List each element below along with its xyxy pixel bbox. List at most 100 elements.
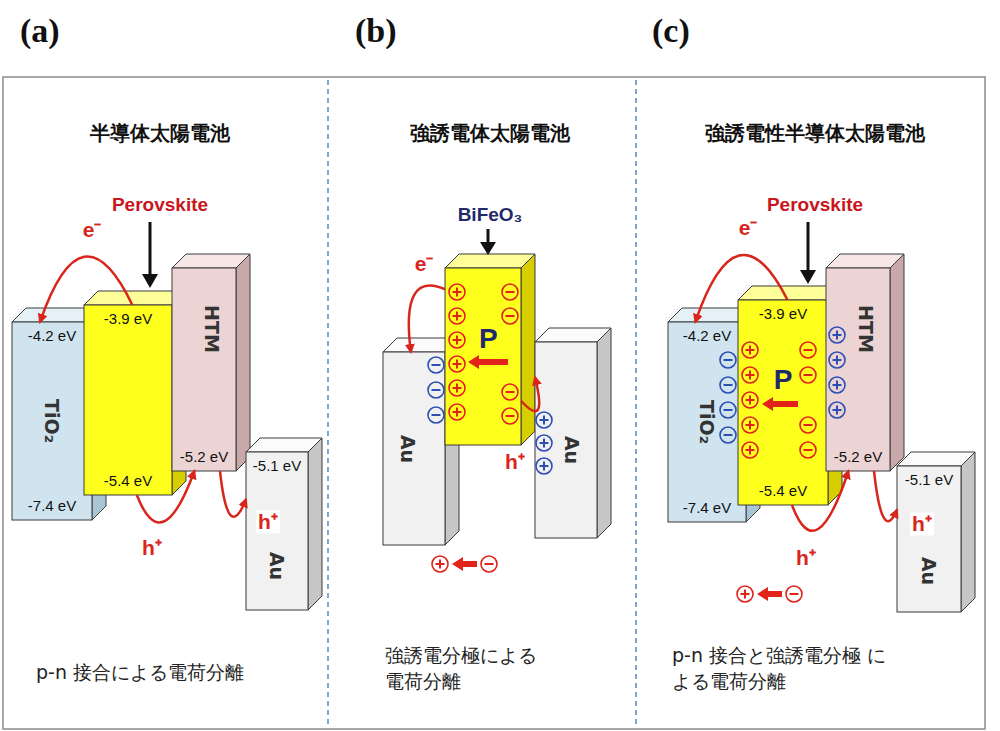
positive-charge: [829, 352, 845, 368]
carrier-transfer-arrow: [220, 471, 246, 517]
positive-charge: [536, 458, 552, 474]
energy-level: -3.9 eV: [738, 305, 828, 322]
au-electrode: Au: [535, 342, 597, 538]
carrier-transfer-arrow: [792, 471, 848, 531]
panel-divider: [327, 80, 329, 727]
polarization-arrow: [468, 355, 508, 369]
negative-charge: [481, 556, 497, 572]
material-name: Au: [397, 434, 419, 462]
carrier-label: e⁻: [737, 216, 760, 239]
positive-charge: [449, 404, 465, 420]
carrier-label: h⁺: [256, 510, 280, 533]
panel-letter: (a): [20, 12, 60, 50]
positive-charge: [449, 284, 465, 300]
positive-charge: [449, 332, 465, 348]
negative-charge: [502, 384, 518, 400]
negative-charge: [502, 284, 518, 300]
positive-charge: [536, 412, 552, 428]
positive-charge: [449, 308, 465, 324]
panel-caption: p-n 接合による電荷分離: [36, 660, 316, 686]
negative-charge: [428, 382, 444, 398]
au-electrode: -5.1 eV Au: [897, 466, 961, 612]
htm-band: HTM -5.2 eV: [172, 268, 236, 471]
positive-charge: [829, 327, 845, 343]
polarization-arrow: [757, 587, 782, 601]
polarization-label: P: [479, 323, 498, 355]
panel-divider: [635, 80, 637, 727]
energy-level: -5.1 eV: [246, 457, 308, 474]
energy-level: -4.2 eV: [668, 327, 746, 344]
carrier-label: h⁺: [794, 546, 818, 569]
energy-level: -7.4 eV: [668, 499, 746, 516]
material-name: HTM: [855, 305, 877, 353]
negative-charge: [502, 408, 518, 424]
negative-charge: [720, 402, 736, 418]
polarization-arrow: [762, 397, 798, 411]
negative-charge: [800, 342, 816, 358]
panel-caption: 強誘電分極による 電荷分離: [385, 643, 557, 695]
negative-charge: [720, 377, 736, 393]
negative-charge: [800, 417, 816, 433]
negative-charge: [800, 442, 816, 458]
carrier-label: e⁻: [81, 218, 104, 241]
energy-level: -5.2 eV: [172, 448, 236, 465]
energy-level: -3.9 eV: [84, 310, 172, 327]
positive-charge: [742, 367, 758, 383]
negative-charge: [428, 407, 444, 423]
band-prism: [535, 328, 611, 538]
band-prism: [826, 254, 904, 471]
panel-letter: (c): [652, 12, 690, 50]
au-electrode: Au: [383, 352, 445, 545]
carrier-label: e⁻: [413, 252, 436, 275]
energy-level: -4.2 eV: [12, 327, 92, 344]
material-name: Au: [918, 557, 940, 585]
material-callout: Perovskite: [767, 194, 863, 216]
perovskite-band: -3.9 eV-5.4 eV: [84, 305, 172, 495]
positive-charge: [742, 392, 758, 408]
carrier-transfer-arrow: [409, 286, 445, 352]
panel-title: 強誘電性半導体太陽電池: [705, 120, 925, 147]
carrier-label: h⁺: [910, 512, 934, 535]
negative-charge: [502, 308, 518, 324]
negative-charge: [800, 367, 816, 383]
tio2-band: -4.2 eV TiO₂ -7.4 eV: [12, 322, 92, 520]
material-callout: Perovskite: [112, 194, 208, 216]
positive-charge: [742, 342, 758, 358]
htm-band: HTM -5.2 eV: [826, 268, 890, 471]
material-name: TiO₂: [41, 399, 63, 443]
carrier-label: h⁺: [140, 536, 164, 559]
energy-level: -7.4 eV: [12, 497, 92, 514]
positive-charge: [449, 380, 465, 396]
panel-title: 強誘電体太陽電池: [410, 120, 570, 147]
positive-charge: [829, 377, 845, 393]
material-name: Au: [266, 552, 288, 580]
material-name: TiO₂: [696, 400, 718, 444]
panel-letter: (b): [355, 12, 397, 50]
panel-title: 半導体太陽電池: [90, 120, 230, 147]
positive-charge: [536, 435, 552, 451]
material-callout: BiFeO₃: [458, 204, 523, 226]
energy-level: -5.2 eV: [826, 448, 890, 465]
positive-charge: [737, 586, 753, 602]
band-prism: [84, 291, 186, 495]
positive-charge: [449, 356, 465, 372]
positive-charge: [829, 402, 845, 418]
band-prism: [445, 254, 535, 445]
negative-charge: [786, 586, 802, 602]
panel-caption: p-n 接合と強誘電分極 による電荷分離: [672, 643, 894, 695]
negative-charge: [720, 427, 736, 443]
material-name: Au: [561, 436, 583, 464]
polarization-arrow: [452, 557, 477, 571]
polarization-label: P: [774, 364, 793, 396]
material-name: HTM: [201, 305, 223, 353]
negative-charge: [428, 357, 444, 373]
band-prism: [172, 254, 250, 471]
perovskite-band: -3.9 eVP-5.4 eV: [738, 300, 828, 505]
band-prism: [897, 452, 975, 612]
positive-charge: [742, 417, 758, 433]
energy-level: -5.1 eV: [897, 471, 961, 488]
